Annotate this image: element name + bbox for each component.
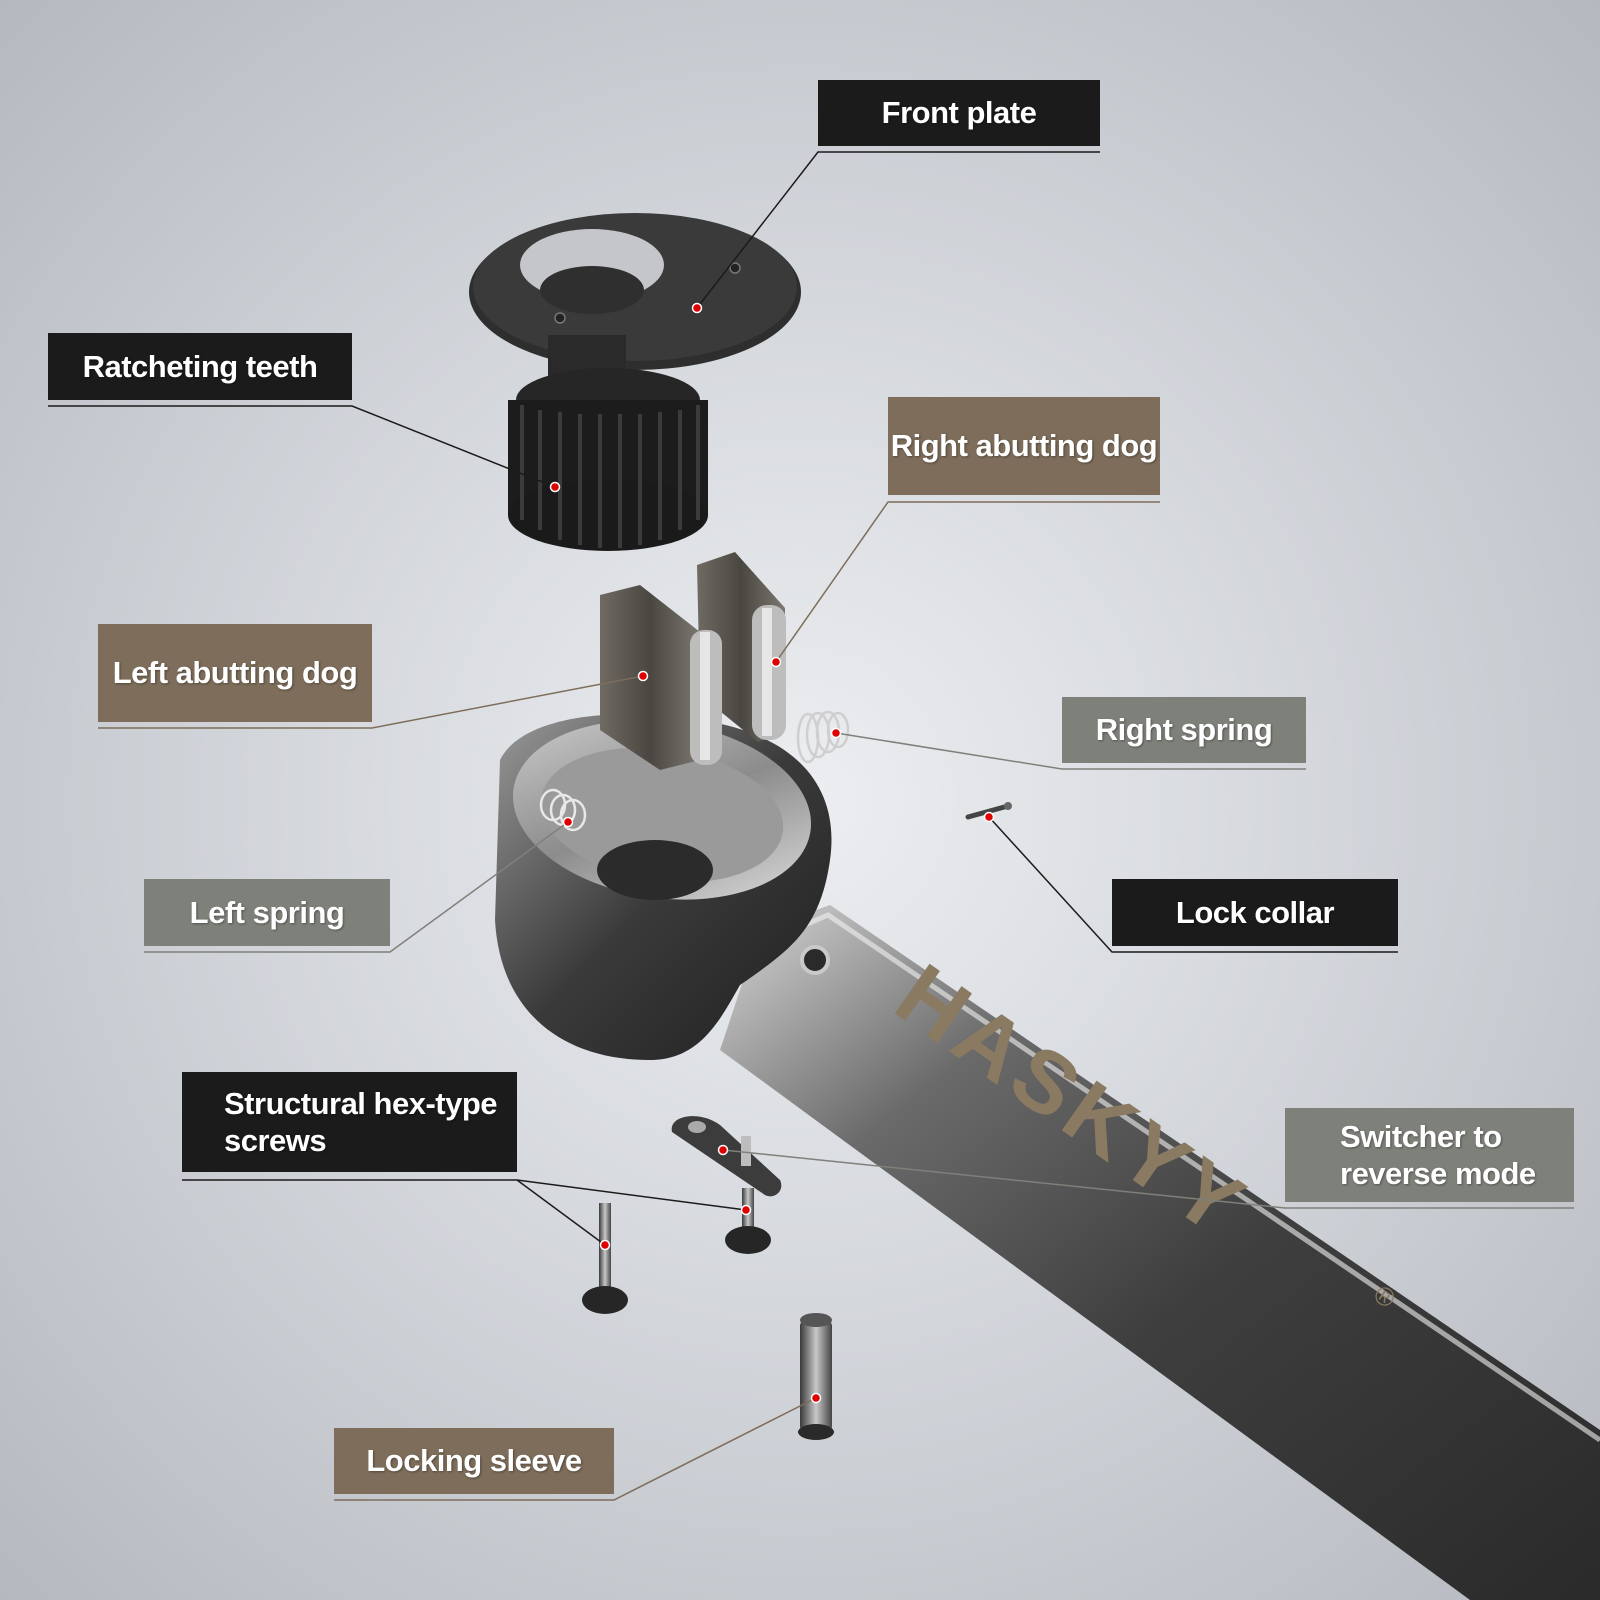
leader-left-spring	[144, 821, 569, 953]
leader-left-dog	[98, 675, 644, 729]
locking-sleeve	[798, 1313, 834, 1440]
label-lock-collar: Lock collar	[1112, 879, 1398, 946]
label-locking-sleeve-text: Locking sleeve	[366, 1443, 582, 1479]
left-spring-coil	[539, 788, 587, 832]
hex-screw-1	[582, 1203, 628, 1314]
leader-front-plate	[696, 151, 1100, 309]
leader-ratcheting-teeth	[48, 405, 556, 488]
ratchet-gear	[508, 335, 708, 551]
label-hex-screws: Structural hex-type screws	[182, 1072, 517, 1172]
leader-locking-sleeve	[334, 1397, 817, 1501]
wrench-handle	[720, 905, 1600, 1600]
marker-right-dog	[770, 656, 782, 668]
lock-collar	[965, 802, 1012, 820]
label-ratcheting-teeth: Ratcheting teeth	[48, 333, 352, 400]
label-left-abutting-dog: Left abutting dog	[98, 624, 372, 722]
switcher-lever	[671, 1116, 782, 1197]
label-hex-screws-text: Structural hex-type screws	[224, 1085, 498, 1158]
label-right-abutting-dog-text: Right abutting dog	[890, 428, 1158, 464]
marker-lock-collar	[983, 811, 995, 823]
label-right-spring-text: Right spring	[1095, 712, 1273, 748]
marker-hex-screw-1	[599, 1239, 611, 1251]
wrench-head	[495, 714, 832, 1060]
hex-screw-2	[725, 1188, 771, 1254]
marker-switcher	[717, 1144, 729, 1156]
marker-front-plate	[691, 302, 703, 314]
front-plate	[469, 213, 801, 370]
handle-hole	[800, 945, 830, 975]
label-front-plate-text: Front plate	[881, 95, 1037, 131]
label-left-abutting-dog-text: Left abutting dog	[112, 655, 358, 691]
label-left-spring-text: Left spring	[189, 894, 345, 930]
right-spring	[796, 710, 850, 764]
marker-locking-sleeve	[810, 1392, 822, 1404]
label-ratcheting-teeth-text: Ratcheting teeth	[82, 348, 318, 384]
leader-lines	[48, 151, 1574, 1501]
leader-hex-screws-a	[182, 1179, 606, 1246]
label-front-plate: Front plate	[818, 80, 1100, 146]
label-switcher-text: Switcher to reverse mode	[1340, 1118, 1536, 1191]
marker-left-spring	[562, 816, 574, 828]
marker-ratcheting-teeth	[549, 481, 561, 493]
label-right-spring: Right spring	[1062, 697, 1306, 763]
leader-hex-screws-b	[516, 1179, 747, 1211]
label-left-spring: Left spring	[144, 879, 390, 946]
left-dog	[600, 585, 722, 770]
label-switcher: Switcher to reverse mode	[1285, 1108, 1574, 1202]
leader-lock-collar	[988, 816, 1398, 953]
marker-right-spring	[830, 727, 842, 739]
marker-left-dog	[637, 670, 649, 682]
leader-switcher	[722, 1149, 1574, 1209]
label-locking-sleeve: Locking sleeve	[334, 1428, 614, 1494]
leader-right-spring	[835, 732, 1306, 770]
marker-dots	[549, 302, 995, 1404]
label-right-abutting-dog: Right abutting dog	[888, 397, 1160, 495]
leader-right-dog	[775, 501, 1160, 663]
marker-hex-screw-2	[740, 1204, 752, 1216]
label-lock-collar-text: Lock collar	[1175, 894, 1335, 930]
